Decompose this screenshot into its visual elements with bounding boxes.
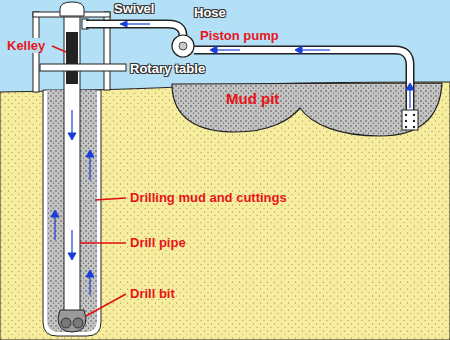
- suction-pipe-part: [413, 120, 415, 122]
- part-label: Drill pipe: [130, 235, 186, 250]
- flow-arrows-part: [89, 275, 90, 295]
- flow-arrows-part: [215, 49, 240, 50]
- suction-pipe-part: [405, 120, 407, 122]
- part-label: Drill bit: [130, 286, 175, 301]
- suction-pipe: [194, 50, 418, 130]
- mud-pit-part: [172, 83, 442, 136]
- rotary-table: [40, 64, 126, 71]
- part-label: Mud pit: [226, 90, 279, 107]
- drill-bit: [58, 310, 86, 332]
- flow-arrows-part: [68, 253, 76, 260]
- hose-part: [86, 24, 183, 36]
- flow-arrows-part: [120, 21, 127, 27]
- leader-lines-part: [95, 198, 126, 200]
- flow-arrows-part: [71, 230, 72, 255]
- piston-pump-part: [172, 35, 194, 57]
- leader-lines-part: [80, 242, 126, 244]
- drill-bit-part: [73, 318, 83, 328]
- suction-pipe-part: [413, 114, 415, 116]
- flow-arrows-part: [125, 23, 150, 24]
- rotary-table-part: [40, 64, 126, 71]
- part-label: Swivel: [114, 1, 154, 16]
- swivel-part: [60, 2, 84, 16]
- suction-pipe-part: [402, 110, 418, 130]
- piston-pump: [172, 35, 194, 57]
- part-label: Drilling mud and cuttings: [130, 190, 287, 205]
- hose-part: [86, 24, 183, 36]
- part-label: Piston pump: [200, 28, 279, 43]
- part-label: Rotary table: [130, 61, 205, 76]
- kelley-part: [66, 32, 78, 84]
- flow-arrows-part: [51, 210, 59, 217]
- flow-arrows-part: [409, 88, 410, 108]
- flow-arrows-part: [68, 133, 76, 140]
- part-label: Kelley: [5, 38, 47, 53]
- suction-pipe-part: [194, 50, 410, 112]
- flow-arrows-part: [86, 150, 94, 157]
- suction-pipe-part: [413, 126, 415, 128]
- leader-lines: [52, 46, 126, 316]
- flow-arrows-part: [54, 215, 55, 240]
- flow-arrows-part: [406, 83, 414, 90]
- swivel: [60, 2, 88, 29]
- drill-pipe: [64, 14, 80, 312]
- suction-pipe-part: [194, 50, 410, 112]
- piston-pump-part: [179, 42, 187, 50]
- leader-lines-part: [86, 294, 126, 316]
- mud-pit: [172, 83, 442, 136]
- flow-arrows-part: [295, 46, 302, 54]
- drill-pipe-part: [64, 14, 80, 312]
- flow-arrows-part: [300, 49, 330, 50]
- part-label: Hose: [194, 5, 226, 20]
- kelley: [66, 32, 78, 84]
- drill-bit-part: [58, 310, 86, 332]
- flow-arrows-part: [86, 270, 94, 277]
- hose: [86, 24, 183, 36]
- flow-arrows-part: [89, 155, 90, 180]
- flow-arrows: [51, 21, 414, 295]
- drill-bit-part: [61, 318, 71, 328]
- suction-pipe-part: [405, 114, 407, 116]
- flow-arrows-part: [71, 110, 72, 135]
- leader-lines-part: [52, 46, 66, 52]
- flow-arrows-part: [210, 46, 217, 54]
- suction-pipe-part: [405, 126, 407, 128]
